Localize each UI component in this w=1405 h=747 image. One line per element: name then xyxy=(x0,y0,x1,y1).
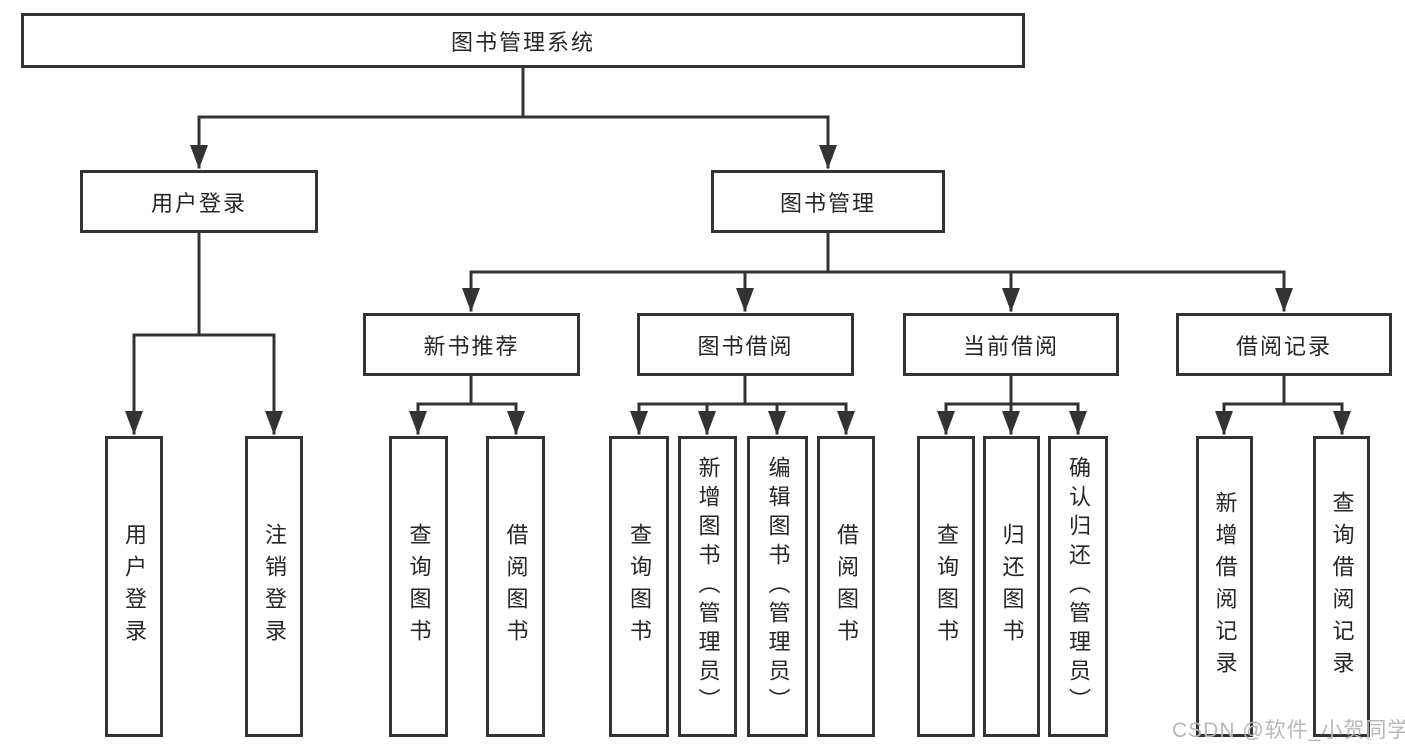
leaf-recommend-borrow-books: 借阅图书 xyxy=(486,436,545,737)
node-new-book-recommend: 新书推荐 xyxy=(363,313,580,376)
leaf-borrow-add-books-admin: 新增图书（管理员） xyxy=(678,436,737,737)
leaf-current-confirm-return-admin: 确认归还（管理员） xyxy=(1048,436,1108,737)
leaf-logout: 注销登录 xyxy=(245,436,303,737)
node-borrow-records: 借阅记录 xyxy=(1176,313,1392,376)
node-current-borrow: 当前借阅 xyxy=(903,313,1119,376)
leaf-borrow-edit-books-admin: 编辑图书（管理员） xyxy=(747,436,808,737)
watermark-text: CSDN @软件_小贺同学 xyxy=(1172,719,1405,742)
leaf-records-query-record: 查询借阅记录 xyxy=(1313,436,1370,737)
node-book-manage: 图书管理 xyxy=(711,170,945,233)
node-root: 图书管理系统 xyxy=(21,13,1025,68)
leaf-user-login: 用户登录 xyxy=(105,436,163,737)
node-book-borrow: 图书借阅 xyxy=(637,313,854,376)
leaf-current-return-books: 归还图书 xyxy=(983,436,1040,737)
leaf-borrow-borrow-books: 借阅图书 xyxy=(817,436,875,737)
leaf-borrow-query-books: 查询图书 xyxy=(609,436,669,737)
node-user-login: 用户登录 xyxy=(80,170,318,233)
leaf-current-query-books: 查询图书 xyxy=(917,436,975,737)
leaf-recommend-query-books: 查询图书 xyxy=(389,436,448,737)
leaf-records-add-record: 新增借阅记录 xyxy=(1196,436,1253,737)
